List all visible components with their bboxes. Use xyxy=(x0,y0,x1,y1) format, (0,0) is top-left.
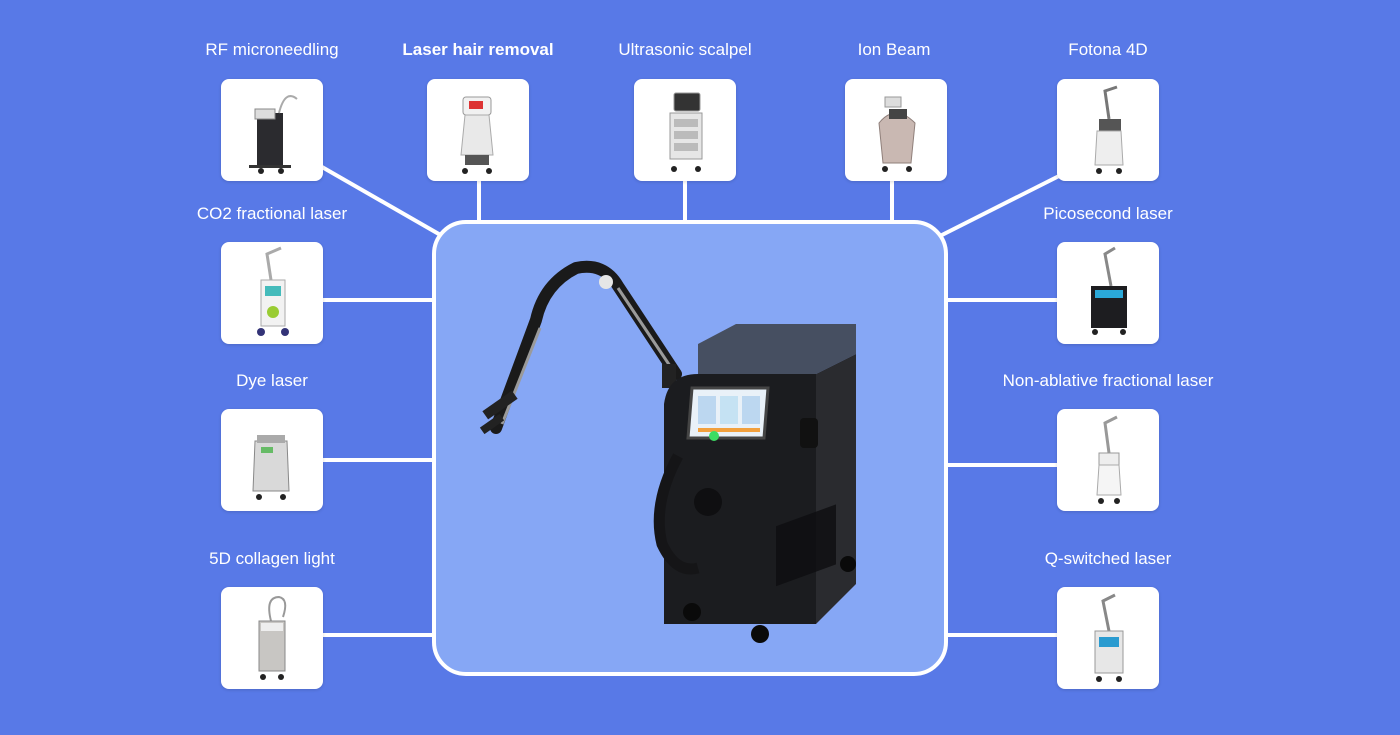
center-device-panel xyxy=(432,220,948,676)
device-tile-qsw xyxy=(1057,587,1159,689)
label-ion: Ion Beam xyxy=(857,40,931,59)
label-rf: RF microneedling xyxy=(205,40,339,59)
label-dye: Dye laser xyxy=(236,371,308,390)
label-pico: Picosecond laser xyxy=(1043,204,1173,223)
device-tile-pico xyxy=(1057,242,1159,344)
connector-fotona xyxy=(937,174,1060,239)
label-collagen: 5D collagen light xyxy=(209,549,335,568)
hair-removal-machine-icon xyxy=(460,96,494,174)
device-tile-fotona xyxy=(1057,79,1159,181)
device-tile-co2 xyxy=(221,242,323,344)
collagen-light-machine-icon xyxy=(258,595,287,680)
picosecond-laser-machine-icon xyxy=(1091,246,1127,335)
black-diode-laser-machine-icon xyxy=(479,260,856,643)
ultrasonic-scalpel-machine-icon xyxy=(669,92,703,172)
device-tile-ultra xyxy=(634,79,736,181)
device-tile-nonab xyxy=(1057,409,1159,511)
device-tile-ion xyxy=(845,79,947,181)
device-tile-rf xyxy=(221,79,323,181)
label-hair: Laser hair removal xyxy=(402,40,554,59)
ion-beam-machine-icon xyxy=(878,96,916,172)
connector-rf xyxy=(321,165,445,239)
label-co2: CO2 fractional laser xyxy=(196,204,348,223)
fotona-4d-machine-icon xyxy=(1094,85,1124,174)
device-tile-dye xyxy=(221,409,323,511)
label-fotona: Fotona 4D xyxy=(1068,40,1148,59)
non-ablative-laser-machine-icon xyxy=(1096,415,1122,504)
vent-grille xyxy=(776,504,836,587)
q-switched-laser-machine-icon xyxy=(1094,593,1124,682)
rf-microneedling-machine-icon xyxy=(249,95,298,174)
device-tile-collagen xyxy=(221,587,323,689)
label-ultra: Ultrasonic scalpel xyxy=(618,40,752,59)
device-tile-hair xyxy=(427,79,529,181)
label-qsw: Q-switched laser xyxy=(1044,549,1172,568)
dye-laser-machine-icon xyxy=(252,435,290,500)
co2-laser-machine-icon xyxy=(257,246,289,336)
label-nonab: Non-ablative fractional laser xyxy=(1002,371,1214,390)
